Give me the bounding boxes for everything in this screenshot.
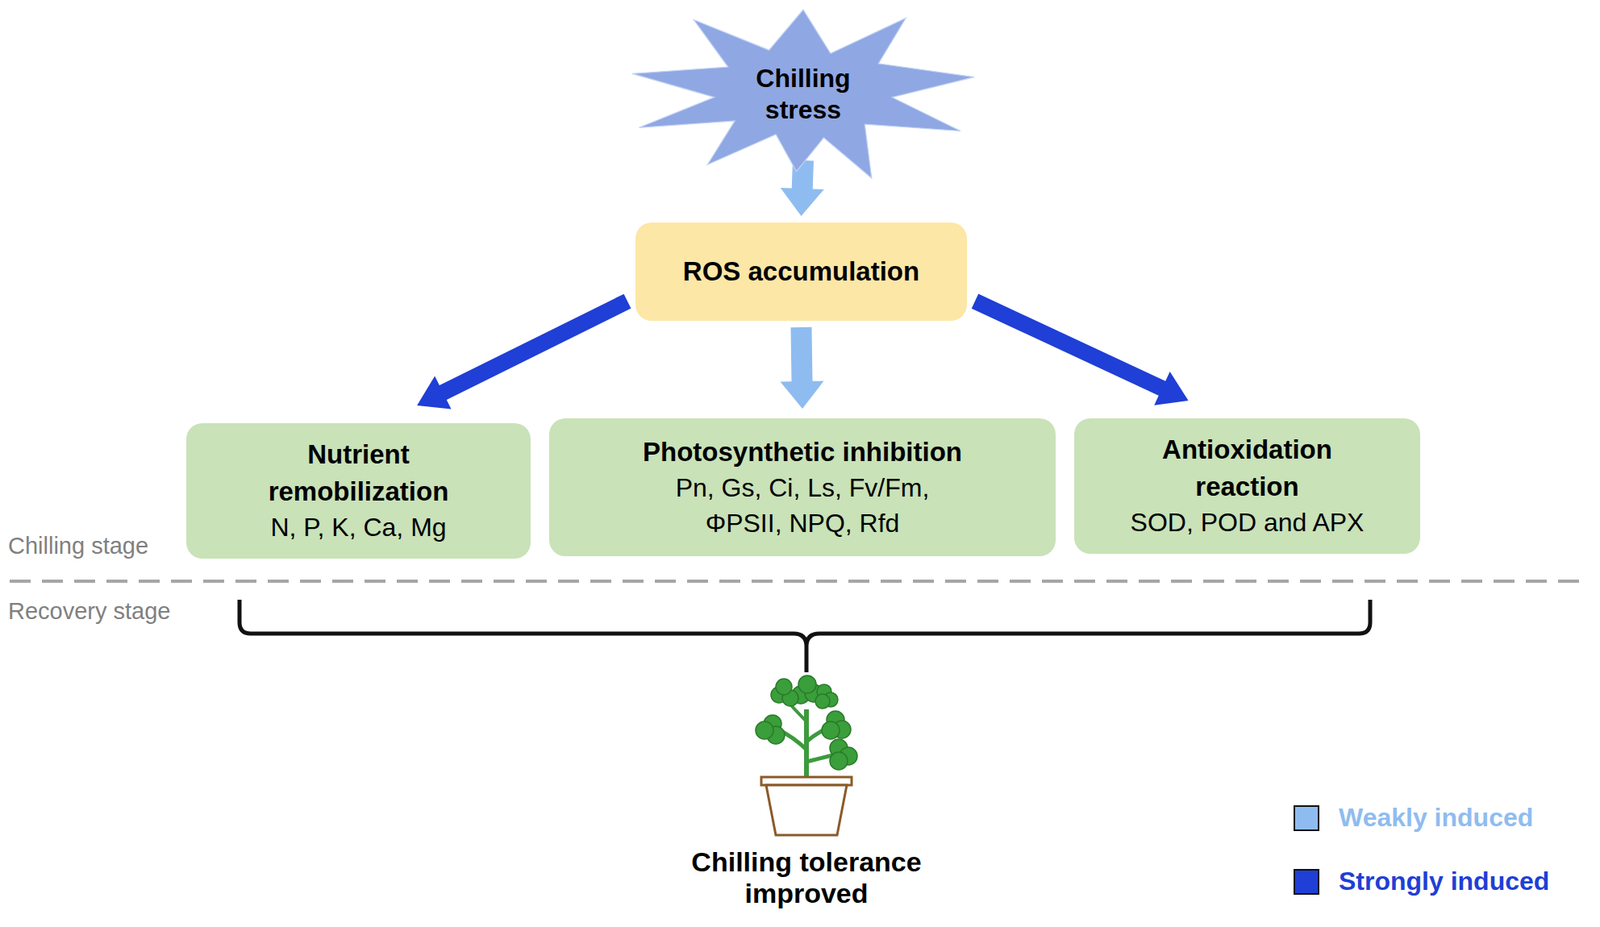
block-arrow [416, 294, 631, 410]
burst-outline [632, 9, 975, 179]
node-title: Nutrient remobilization [225, 436, 492, 510]
node-body: SOD, POD and APX [1130, 504, 1365, 541]
bracket [239, 600, 1371, 673]
clover-leaves [755, 675, 858, 771]
response-box: Antioxidation reactionSOD, POD and APX [1074, 418, 1421, 555]
legend-swatch [1293, 805, 1320, 832]
stage-label: Recovery stage [8, 598, 171, 625]
legend-entry: Strongly induced [1293, 866, 1550, 897]
node-title: Antioxidation reaction [1114, 431, 1381, 505]
block-arrow [780, 160, 825, 217]
node-title: ROS accumulation [683, 254, 920, 290]
response-box: Nutrient remobilizationN, P, K, Ca, Mg [186, 423, 531, 559]
legend-text: Strongly induced [1338, 866, 1550, 897]
legend-text: Weakly induced [1338, 803, 1534, 834]
burst-shape [632, 9, 975, 179]
block-arrow [971, 294, 1189, 406]
plant-icon [755, 675, 858, 836]
flower-pot [766, 785, 847, 836]
stressor-burst: Chilling stress [632, 9, 975, 179]
node-body: Pn, Gs, Ci, Ls, Fv/Fm, ΦPSII, NPQ, Rfd [584, 470, 1021, 542]
legend-entry: Weakly induced [1293, 803, 1534, 834]
node-body: N, P, K, Ca, Mg [270, 509, 446, 546]
legend-swatch [1293, 869, 1320, 896]
response-box: Photosynthetic inhibitionPn, Gs, Ci, Ls,… [549, 418, 1056, 557]
stage-divider [9, 579, 1591, 584]
outcome-label: Chilling tolerance improved [657, 846, 956, 910]
process-box: ROS accumulation [635, 222, 967, 321]
node-title: Photosynthetic inhibition [642, 433, 963, 471]
stage-label: Chilling stage [8, 533, 149, 560]
block-arrow [779, 327, 824, 409]
node-title: Chilling stress [726, 62, 880, 125]
